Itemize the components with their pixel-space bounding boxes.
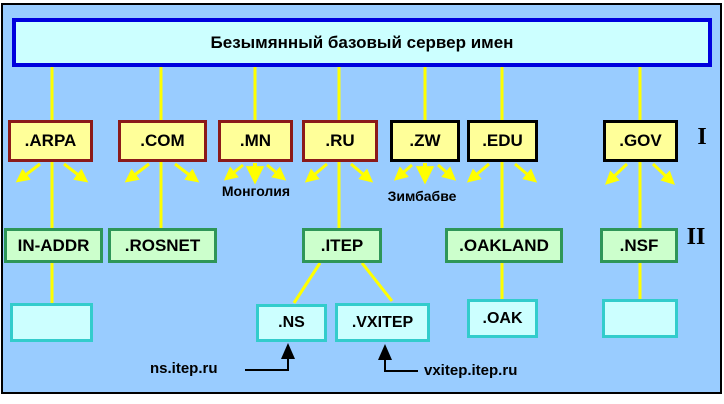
- zimbabwe-label: Зимбабве: [387, 188, 457, 204]
- node-zw: .ZW: [390, 120, 460, 162]
- node-arpa: .ARPA: [8, 120, 93, 162]
- zone-to-host-connectors: [50, 262, 642, 304]
- edu-left-arrow-icon: [466, 162, 490, 183]
- root-to-tld-connectors: [50, 67, 642, 120]
- mn-left-arrow-icon: [223, 163, 244, 181]
- node-root-server: Безымянный базовый сервер имен: [12, 18, 712, 67]
- node-ru: .RU: [302, 120, 378, 162]
- node-host-empty-left: [10, 303, 93, 342]
- arpa-right-arrow-icon: [63, 162, 89, 183]
- ns-hostname-label: ns.itep.ru: [150, 360, 218, 377]
- node-rosnet: .ROSNET: [108, 228, 217, 263]
- zw-right-arrow-icon: [437, 163, 457, 181]
- arpa-left-arrow-icon: [15, 162, 41, 183]
- delegation-arrows: [15, 162, 676, 185]
- mongolia-label: Монголия: [221, 183, 291, 199]
- node-com: .COM: [118, 120, 207, 162]
- level-one-numeral: I: [697, 124, 707, 150]
- gov-right-arrow-icon: [651, 162, 676, 185]
- node-mn: .MN: [218, 120, 293, 162]
- node-host-empty-right: [602, 299, 678, 338]
- host-name-pointers: [245, 343, 418, 372]
- node-in-addr: IN-ADDR: [4, 228, 103, 263]
- com-left-arrow-icon: [124, 162, 150, 183]
- node-ns: .NS: [256, 304, 327, 342]
- vxitep-pointer-line: [384, 357, 418, 372]
- zw-left-arrow-icon: [393, 163, 413, 181]
- node-itep: .ITEP: [302, 228, 382, 263]
- vxitep-hostname-label: vxitep.itep.ru: [424, 362, 518, 379]
- gov-left-arrow-icon: [604, 162, 629, 185]
- node-oak: .OAK: [467, 299, 538, 338]
- node-nsf: .NSF: [600, 228, 678, 263]
- com-right-arrow-icon: [174, 162, 200, 183]
- ru-right-arrow-icon: [350, 162, 374, 183]
- connector-itep-vxitep: [360, 262, 394, 302]
- node-vxitep: .VXITEP: [335, 303, 430, 342]
- edu-right-arrow-icon: [514, 162, 538, 183]
- level-two-numeral: II: [686, 224, 706, 250]
- vxitep-pointer-arrowhead-icon: [378, 344, 392, 360]
- node-edu: .EDU: [467, 120, 538, 162]
- ns-pointer-arrowhead-icon: [281, 343, 295, 359]
- node-gov: .GOV: [603, 120, 678, 162]
- ns-pointer-line: [245, 356, 289, 371]
- node-oakland: .OAKLAND: [445, 228, 563, 263]
- mn-right-arrow-icon: [266, 163, 287, 181]
- ru-left-arrow-icon: [304, 162, 328, 183]
- connector-itep-ns: [292, 262, 322, 304]
- tld-to-zone-connectors: [50, 162, 642, 228]
